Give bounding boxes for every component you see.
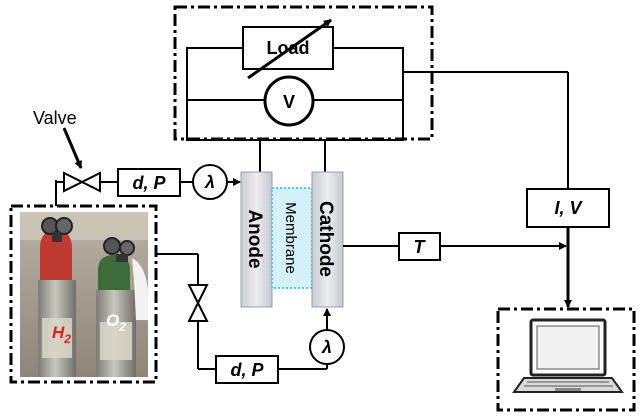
load-resistor (242, 26, 334, 70)
o2-stoichiometry-label: λ (321, 337, 332, 357)
cathode-label: Cathode (315, 201, 336, 277)
current-voltage-label: I, V (554, 198, 583, 218)
h2-density-pressure-label: d, P (132, 173, 166, 193)
anode-electrode (240, 171, 273, 308)
cathode-electrode (311, 171, 344, 308)
membrane-label: Membrane (282, 202, 299, 274)
o2-density-pressure-sensor (215, 355, 279, 384)
h2-density-pressure-sensor (117, 168, 181, 197)
current-voltage-sensor (526, 188, 610, 228)
computer-boundary (496, 307, 636, 412)
gas-cylinders-photo (20, 212, 148, 377)
o2-valve (187, 284, 209, 322)
o2-density-pressure-label: d, P (230, 360, 264, 380)
valve-pointer-arrow (62, 127, 83, 169)
voltmeter (263, 75, 315, 127)
h2-valve (63, 171, 101, 193)
variable-load-arrow (247, 18, 332, 80)
anode-label: Anode (244, 209, 265, 268)
laptop-icon (512, 318, 624, 393)
h2-cylinder-label: H2 (52, 323, 71, 346)
temperature-sensor (398, 232, 441, 261)
temperature-label: T (414, 237, 427, 257)
o2-cylinder-label: O2 (106, 311, 126, 334)
gas-supply-boundary (9, 204, 158, 384)
voltmeter-label: V (283, 92, 295, 112)
valve-label: Valve (33, 108, 77, 128)
h2-stoichiometry-label: λ (204, 172, 215, 192)
